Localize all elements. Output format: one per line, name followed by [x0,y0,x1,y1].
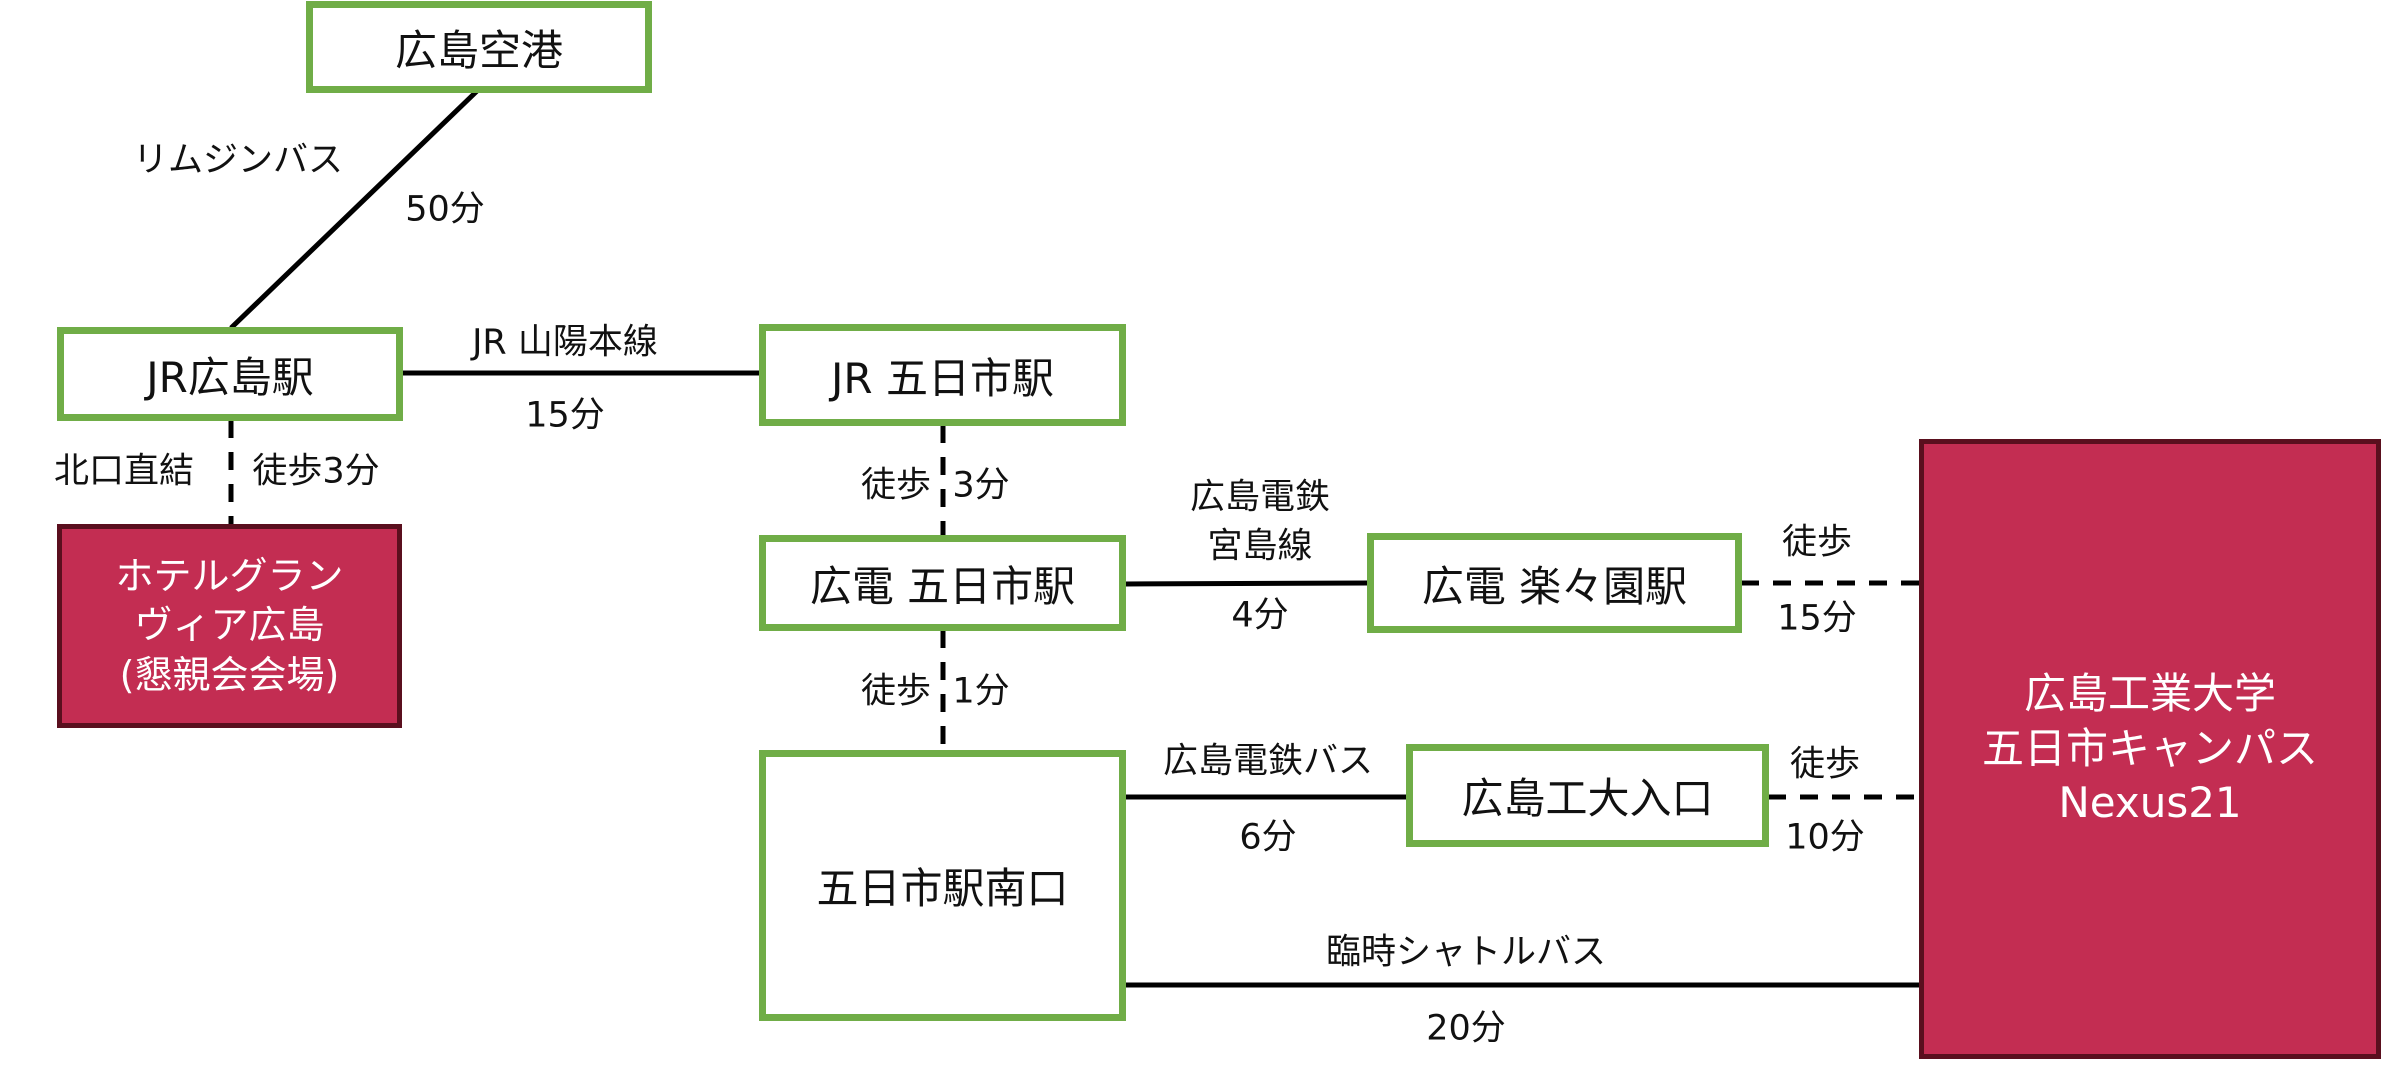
shuttle-time: 20分 [1426,1008,1506,1049]
sanyo-time: 15分 [525,395,605,436]
node-hiroden-itsukaichi: 広電 五日市駅 [759,535,1126,631]
node-label: 五日市駅南口 [816,864,1069,913]
bus-time: 6分 [1239,817,1297,858]
node-rakurakuen: 広電 楽々園駅 [1367,533,1742,633]
node-label: ヴィア広島 [134,603,325,648]
miyajima-time: 4分 [1231,595,1289,636]
hiroden-minami-walk-name: 徒歩 [860,671,932,712]
node-campus: 広島工業大学 五日市キャンパス Nexus21 [1919,439,2381,1059]
jr-hiroden-walk-name: 徒歩 [860,465,932,506]
node-label: 五日市キャンパス [1981,723,2318,773]
node-label: 広島工業大学 [2023,669,2276,719]
node-label: JR広島駅 [146,352,314,402]
miyajima-name-2: 宮島線 [1207,526,1313,567]
miyajima-line [1124,580,1369,587]
node-label: 広島空港 [394,25,563,75]
hotel-walk-name: 北口直結 [53,451,195,492]
limousine-line [229,89,479,330]
node-jr-itsukaichi: JR 五日市駅 [759,324,1126,426]
node-label: Nexus21 [2058,778,2242,828]
node-minamiguchi: 五日市駅南口 [759,750,1126,1021]
hotel-walk-time: 徒歩3分 [252,451,380,492]
hiroden-minami-walk-time: 1分 [952,671,1010,712]
node-hotel: ホテルグラン ヴィア広島 (懇親会会場) [57,524,402,728]
bus-name: 広島電鉄バス [1162,741,1374,782]
node-label: 広電 楽々園駅 [1421,561,1688,611]
node-airport: 広島空港 [306,1,652,93]
node-label: 広電 五日市駅 [809,561,1076,611]
node-jr-hiroshima: JR広島駅 [57,327,403,421]
rakurakuen-walk-time: 15分 [1777,598,1857,639]
node-kodai-iriguchi: 広島工大入口 [1406,744,1769,847]
shuttle-name: 臨時シャトルバス [1325,932,1607,973]
node-label: 広島工大入口 [1461,774,1714,823]
jr-hiroden-walk-time: 3分 [952,465,1010,506]
sanyo-name: JR 山陽本線 [472,322,658,363]
limousine-time: 50分 [405,189,485,230]
kodai-walk-name: 徒歩 [1789,744,1861,785]
node-label: (懇親会会場) [119,652,340,697]
rakurakuen-walk-name: 徒歩 [1781,522,1853,563]
miyajima-name-1: 広島電鉄 [1189,477,1331,518]
node-label: ホテルグラン [115,553,344,598]
limousine-name: リムジンバス [132,140,344,181]
kodai-walk-time: 10分 [1785,817,1865,858]
node-label: JR 五日市駅 [831,353,1054,403]
